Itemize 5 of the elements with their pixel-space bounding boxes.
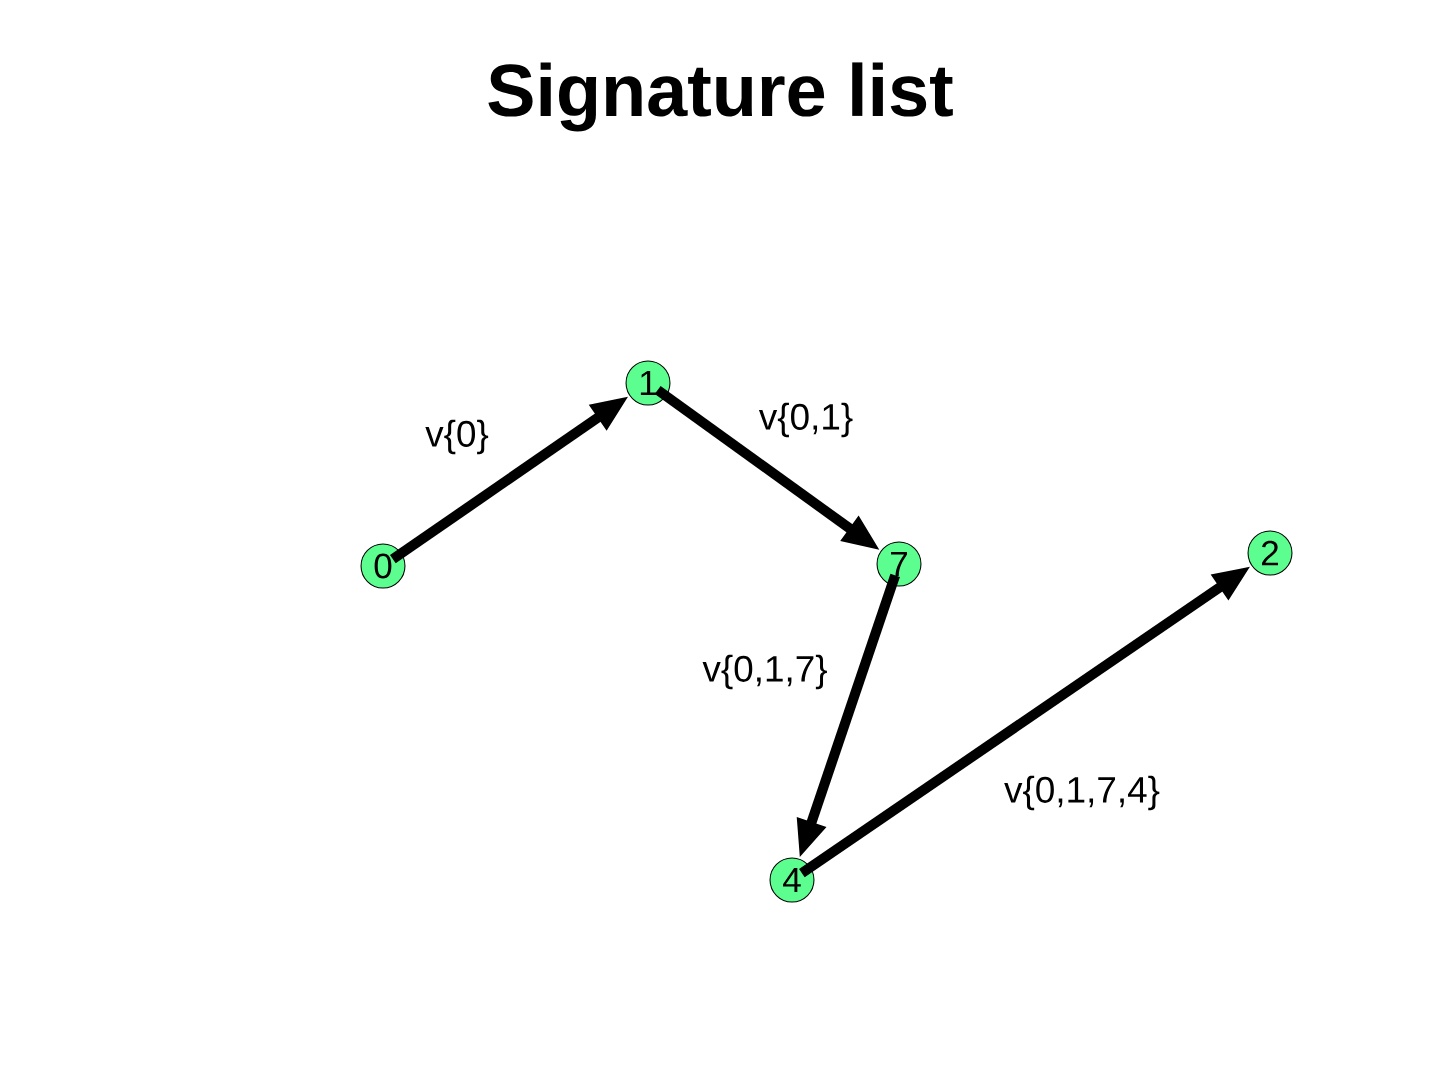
edge-label: v{0,1,7} (700, 653, 830, 691)
edge-label: v{0} (423, 418, 491, 456)
edge-label: v{0,1,7,4} (1002, 774, 1162, 812)
edge-label: v{0,1} (757, 401, 855, 439)
title: Signature list (488, 62, 953, 132)
